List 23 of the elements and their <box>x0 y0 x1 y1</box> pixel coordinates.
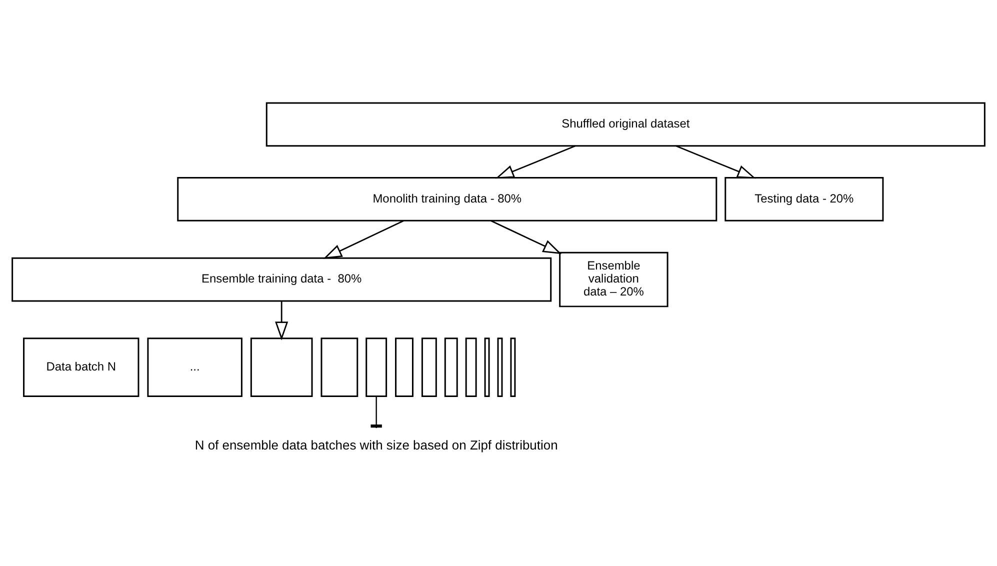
node-box <box>497 337 503 396</box>
node-box: Ensemble training data - 80% <box>12 256 552 302</box>
node-box: Monolith training data - 80% <box>177 176 718 221</box>
arrow <box>323 220 404 258</box>
arrow <box>490 220 562 254</box>
arrow <box>495 144 576 178</box>
node-box: Testing data - 20% <box>724 176 884 221</box>
node-box <box>484 337 490 396</box>
node-box <box>444 337 458 396</box>
node-box: ... <box>147 337 242 396</box>
node-box: Data batch N <box>23 337 140 396</box>
arrow <box>676 144 756 178</box>
node-box <box>421 337 437 396</box>
node-box <box>366 337 388 396</box>
node-box <box>250 337 313 396</box>
node-box <box>465 337 477 396</box>
node-box <box>320 337 358 396</box>
label: N of ensemble data batches with size based on Zipf distribution <box>194 436 558 452</box>
node-box <box>510 337 516 396</box>
node-box: Ensemble validation data – 20% <box>559 251 668 307</box>
node-box: Shuffled original dataset <box>266 102 986 146</box>
node-box <box>395 337 414 396</box>
arrow <box>275 300 288 340</box>
